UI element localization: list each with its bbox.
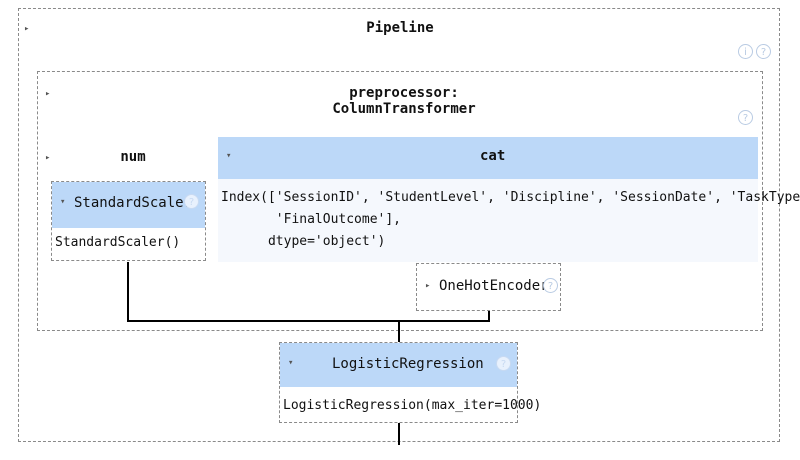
- preprocessor-expand-toggle[interactable]: ▸: [45, 89, 51, 99]
- logisticregression-title: LogisticRegression: [332, 356, 484, 372]
- preprocessor-container: [37, 71, 763, 331]
- logisticregression-expand-toggle[interactable]: ▾: [288, 358, 294, 368]
- num-label[interactable]: num: [120, 149, 146, 165]
- help-icon[interactable]: ?: [496, 356, 511, 371]
- connector-line: [488, 311, 490, 322]
- preprocessor-title[interactable]: preprocessor: ColumnTransformer: [332, 85, 476, 117]
- connector-line: [398, 320, 400, 342]
- cat-columns-panel: Index(['SessionID', 'StudentLevel', 'Dis…: [218, 179, 800, 262]
- standardscaler-repr: StandardScaler(): [55, 235, 181, 250]
- connector-line: [127, 262, 129, 322]
- help-icon[interactable]: ?: [543, 278, 558, 293]
- logisticregression-estimator: ▾ LogisticRegression ? LogisticRegressio…: [279, 342, 541, 423]
- cat-columns-line: 'FinalOutcome'],: [221, 212, 402, 227]
- standardscaler-title: StandardScaler: [74, 195, 193, 211]
- help-icon[interactable]: ?: [738, 110, 753, 125]
- cat-expand-toggle[interactable]: ▾: [226, 151, 232, 161]
- logisticregression-repr: LogisticRegression(max_iter=1000): [283, 398, 542, 413]
- connector-line: [127, 320, 490, 322]
- cat-columns-line: Index(['SessionID', 'StudentLevel', 'Dis…: [221, 190, 800, 205]
- num-expand-toggle[interactable]: ▸: [45, 153, 51, 163]
- cat-column-header[interactable]: ▾ cat: [218, 137, 758, 179]
- logisticregression-header[interactable]: ▾ LogisticRegression ?: [280, 343, 517, 387]
- cat-label: cat: [480, 148, 506, 164]
- standardscaler-expand-toggle[interactable]: ▾: [60, 197, 66, 207]
- help-icon[interactable]: ?: [756, 44, 771, 59]
- info-icon[interactable]: i: [738, 44, 753, 59]
- standardscaler-header[interactable]: ▾ StandardScaler ?: [52, 182, 205, 228]
- help-icon[interactable]: ?: [184, 194, 199, 209]
- cat-columns-line: dtype='object'): [221, 234, 386, 249]
- standardscaler-estimator: ▾ StandardScaler ? StandardScaler(): [51, 181, 206, 261]
- onehotencoder-expand-toggle[interactable]: ▸: [425, 281, 431, 291]
- pipeline-expand-toggle[interactable]: ▸: [24, 24, 30, 34]
- connector-line: [398, 423, 400, 445]
- onehotencoder-title: OneHotEncoder: [439, 278, 549, 294]
- pipeline-title[interactable]: Pipeline: [366, 20, 434, 36]
- onehotencoder-estimator[interactable]: ▸ OneHotEncoder ?: [416, 263, 561, 311]
